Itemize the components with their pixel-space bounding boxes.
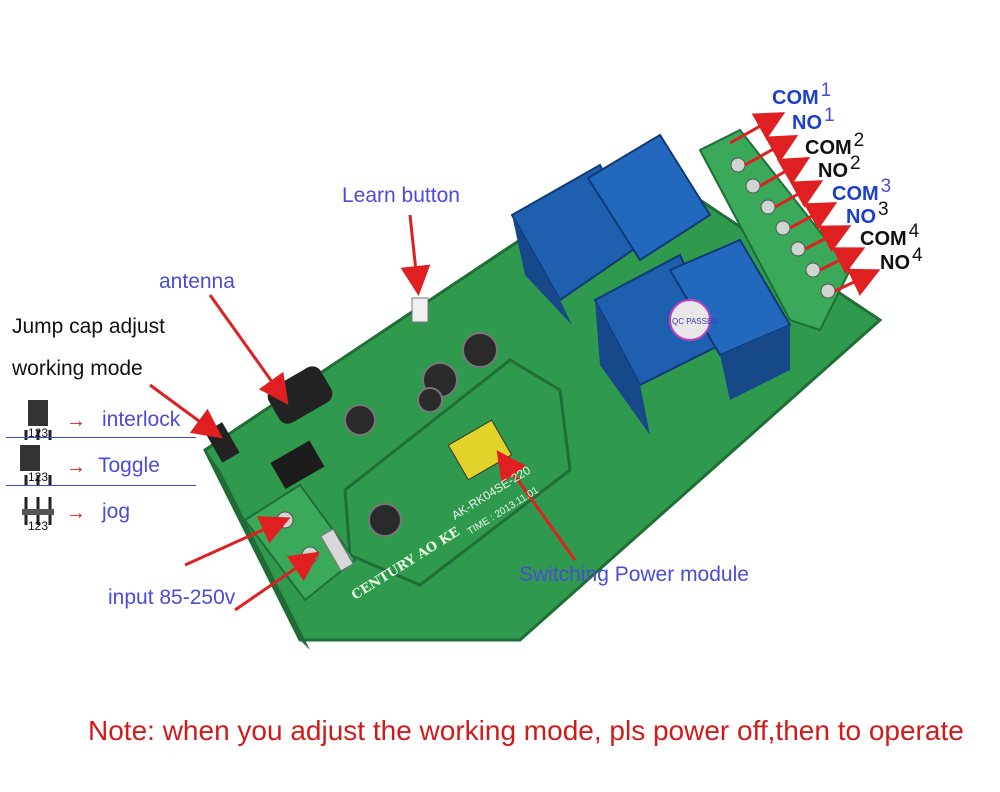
antenna-coil	[267, 366, 333, 424]
terminal-num: 1	[820, 80, 832, 101]
terminal-num: 2	[853, 130, 865, 151]
terminal-num: 1	[824, 105, 835, 126]
divider-line	[6, 485, 196, 486]
terminal-name: NO	[818, 160, 848, 182]
terminal-num: 4	[908, 221, 920, 242]
divider-line	[6, 437, 196, 438]
jog-arrow-icon: →	[66, 502, 86, 524]
toggle-pin-numbers: 123	[28, 470, 49, 484]
jump-cap-label-line1: Jump cap adjust	[12, 315, 165, 338]
interlock-pin-numbers: 123	[28, 426, 49, 440]
transformer	[447, 419, 513, 481]
ic-chip	[270, 440, 325, 489]
terminal-screws	[730, 157, 836, 299]
terminal-name: COM	[772, 87, 819, 109]
operation-note: Note: when you adjust the working mode, …	[88, 715, 964, 746]
jog-jumper-icon	[18, 495, 58, 540]
toggle-jumper-icon	[18, 445, 58, 494]
terminal-num: 3	[880, 176, 892, 197]
learn-button-label: Learn button	[342, 184, 460, 207]
toggle-label: Toggle	[98, 454, 160, 477]
toggle-arrow-icon: →	[66, 456, 86, 478]
jog-pin-numbers: 123	[28, 519, 49, 533]
interlock-label: interlock	[102, 408, 181, 431]
terminal-name: NO	[792, 112, 822, 134]
jog-label: jog	[102, 500, 131, 523]
terminal-name: COM	[832, 183, 879, 205]
terminal-name: COM	[860, 228, 907, 250]
fuse	[320, 528, 354, 572]
interlock-jumper-icon	[18, 400, 58, 449]
terminal-block-input	[243, 483, 357, 602]
callout-arrows	[149, 112, 881, 612]
qc-passed-text: QC PASSED	[672, 317, 718, 326]
capacitors	[344, 332, 498, 537]
input-voltage-label: input 85-250v	[108, 586, 236, 609]
learn-button-part	[411, 297, 429, 323]
interlock-arrow-icon: →	[66, 410, 86, 432]
antenna-label: antenna	[159, 270, 235, 293]
terminal-block-output	[698, 128, 852, 332]
jump-cap-label-line2: working mode	[12, 357, 143, 380]
terminal-name: NO	[880, 252, 910, 274]
relays	[510, 133, 792, 435]
terminal-num: 4	[912, 245, 923, 266]
terminal-num: 3	[878, 199, 889, 220]
terminal-name: NO	[846, 206, 876, 228]
qc-passed-sticker	[669, 299, 711, 341]
terminal-name: COM	[805, 137, 852, 159]
switching-power-label: Switching Power module	[519, 563, 749, 586]
terminal-num: 2	[850, 153, 861, 174]
